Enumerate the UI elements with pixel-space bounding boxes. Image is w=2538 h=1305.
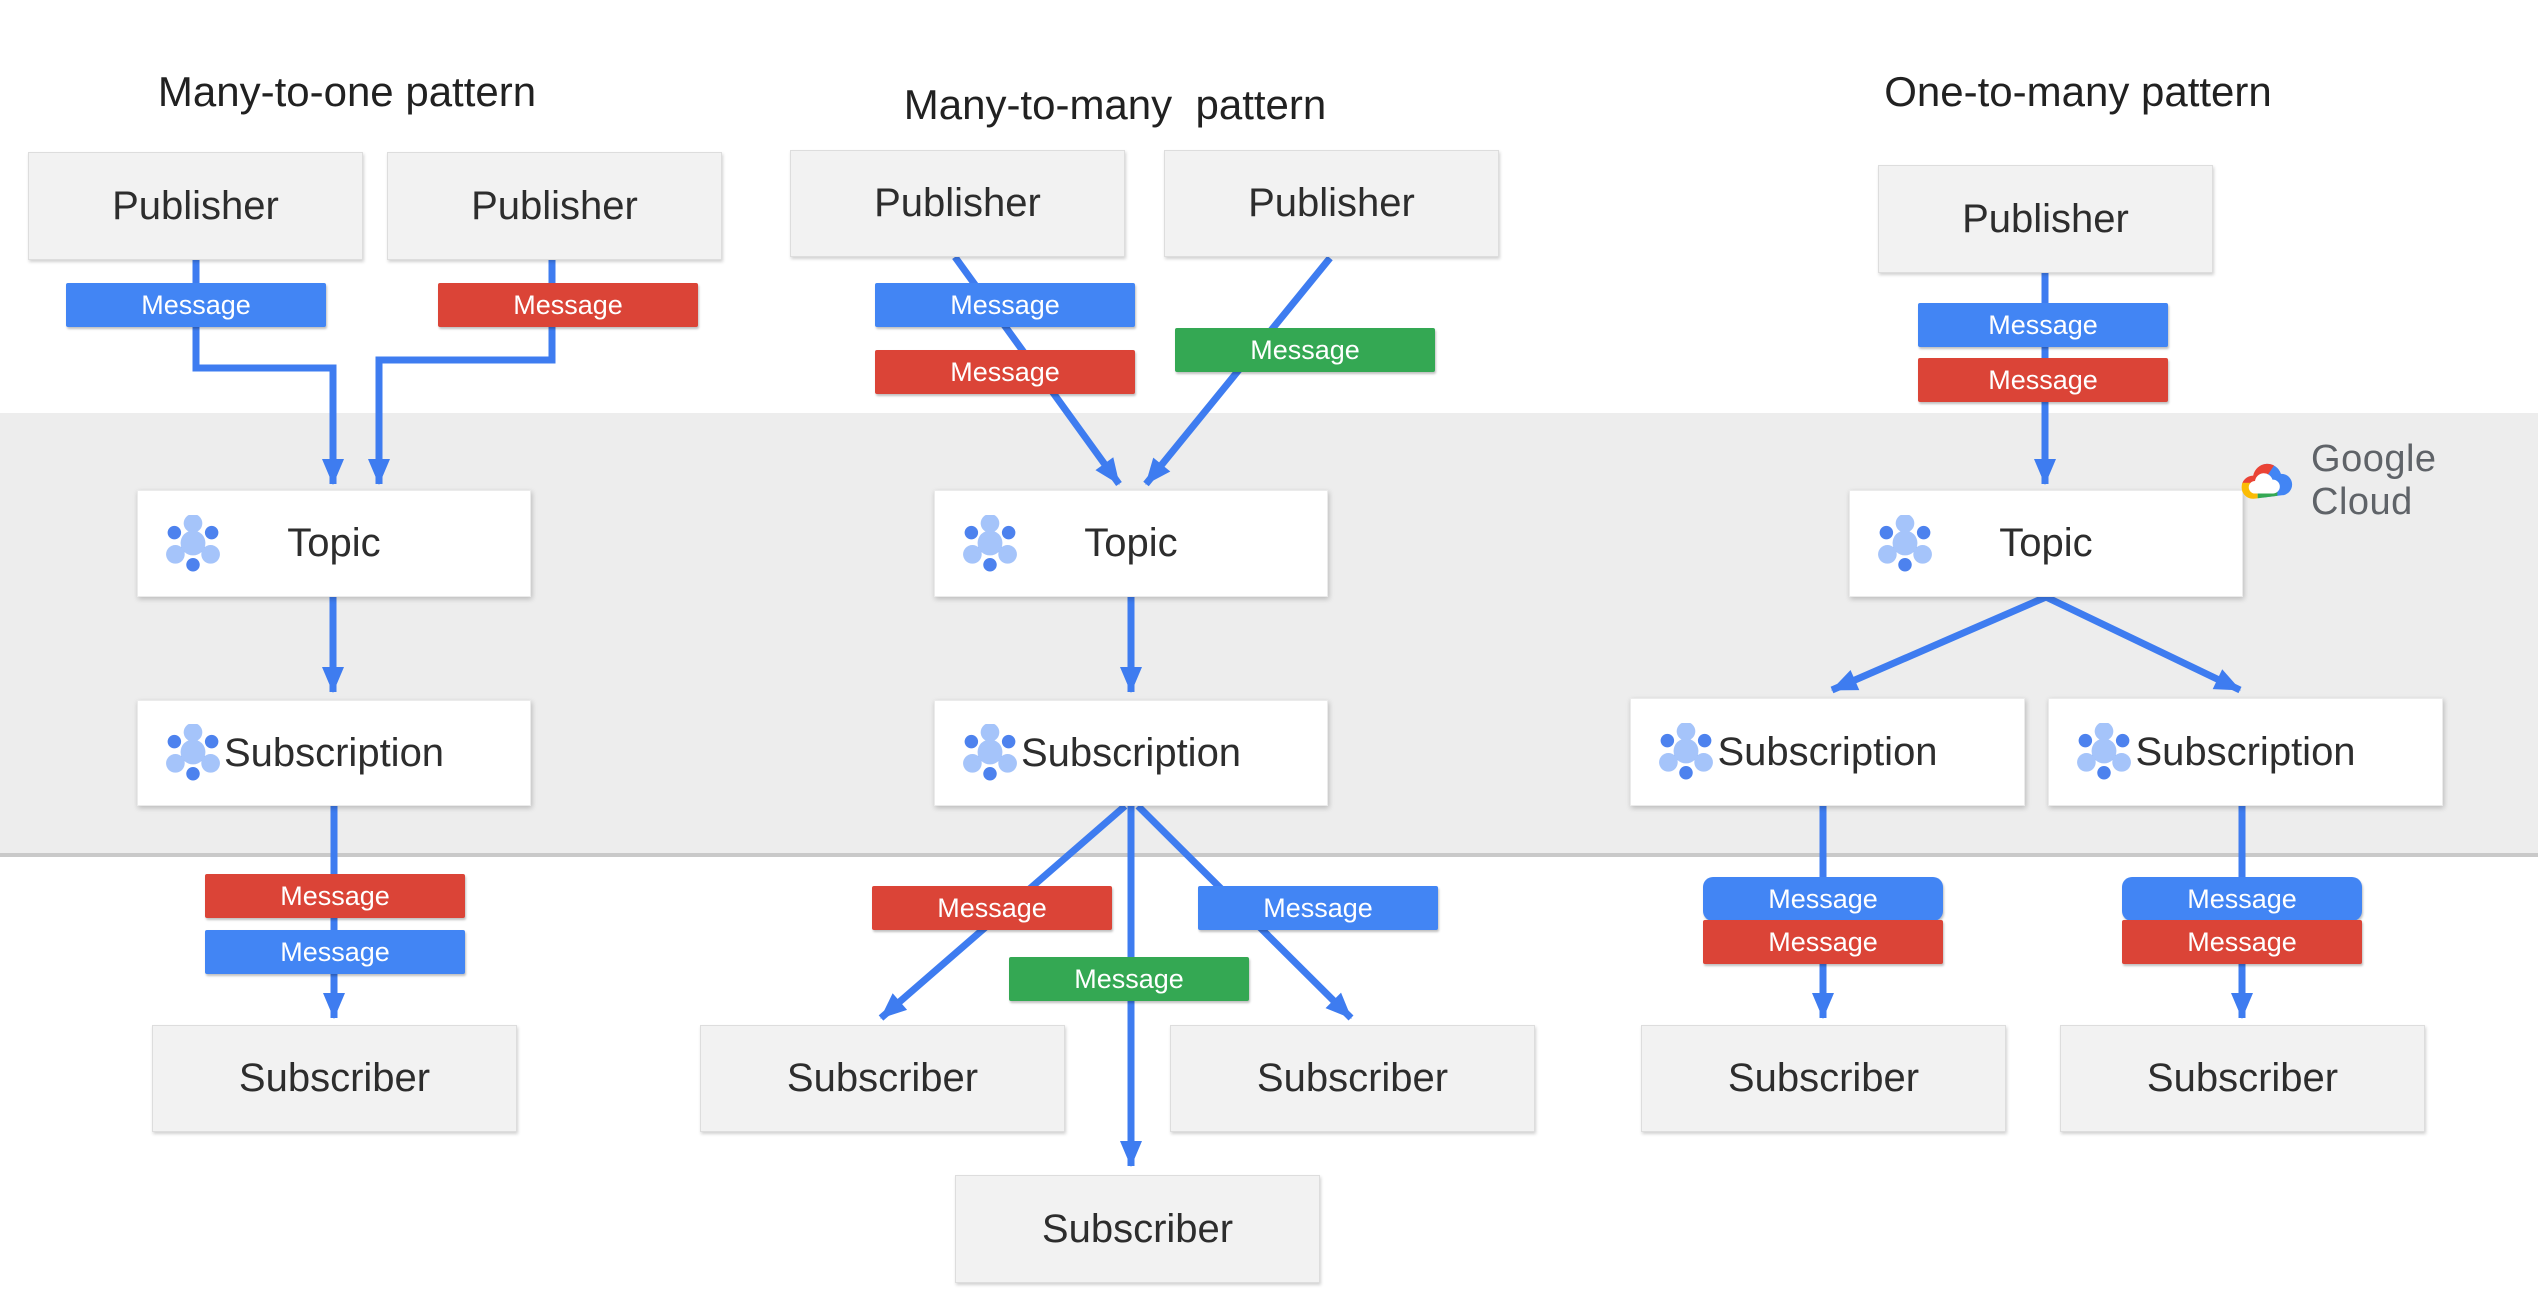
subscription-box: Subscription <box>1630 698 2025 806</box>
subscriber-box: Subscriber <box>1641 1025 2006 1132</box>
message-badge: Message <box>875 350 1135 394</box>
google-cloud-logo-text: Google Cloud <box>2311 438 2437 523</box>
subscription-label: Subscription <box>223 730 445 775</box>
publisher-box: Publisher <box>1878 165 2213 273</box>
pubsub-subscription-icon <box>963 724 1017 781</box>
pubsub-topic-icon <box>1878 514 1932 571</box>
message-badge: Message <box>1703 920 1943 964</box>
message-badge: Message <box>1175 328 1435 372</box>
message-badge: Message <box>1198 886 1438 930</box>
subscription-box: Subscription <box>137 700 531 806</box>
subscription-box: Subscription <box>934 700 1328 806</box>
topic-box: Topic <box>1849 490 2243 597</box>
message-badge: Message <box>1703 877 1943 921</box>
publisher-box: Publisher <box>1164 150 1499 257</box>
message-badge: Message <box>438 283 698 327</box>
message-badge: Message <box>2122 920 2362 964</box>
pattern-title-many-to-one: Many-to-one pattern <box>157 68 537 115</box>
publisher-box: Publisher <box>387 152 722 260</box>
message-badge: Message <box>2122 877 2362 921</box>
topic-box: Topic <box>137 490 531 597</box>
subscription-label: Subscription <box>2135 729 2356 774</box>
pattern-title-one-to-many: One-to-many pattern <box>1884 68 2272 115</box>
pubsub-topic-icon <box>166 514 220 571</box>
message-badge: Message <box>1009 957 1249 1001</box>
topic-box: Topic <box>934 490 1328 597</box>
pubsub-subscription-icon <box>1659 723 1713 780</box>
pubsub-subscription-icon <box>2077 723 2131 780</box>
topic-label: Topic <box>287 521 381 565</box>
subscription-label: Subscription <box>1020 730 1242 775</box>
pubsub-subscription-icon <box>166 724 220 781</box>
google-cloud-logo-icon <box>2241 463 2293 499</box>
subscriber-box: Subscriber <box>2060 1025 2425 1132</box>
subscriber-box: Subscriber <box>1170 1025 1535 1132</box>
google-cloud-logo: Google Cloud <box>2238 438 2538 524</box>
message-badge: Message <box>205 874 465 918</box>
pubsub-topic-icon <box>963 514 1017 571</box>
publisher-box: Publisher <box>790 150 1125 257</box>
message-badge: Message <box>205 930 465 974</box>
message-badge: Message <box>875 283 1135 327</box>
topic-label: Topic <box>1999 521 2093 565</box>
message-badge: Message <box>66 283 326 327</box>
message-badge: Message <box>872 886 1112 930</box>
subscriber-box: Subscriber <box>152 1025 517 1132</box>
pattern-title-many-to-many: Many-to-many pattern <box>903 81 1327 128</box>
topic-label: Topic <box>1084 521 1178 565</box>
subscriber-box: Subscriber <box>955 1175 1320 1283</box>
publisher-box: Publisher <box>28 152 363 260</box>
subscription-label: Subscription <box>1717 729 1938 774</box>
subscriber-box: Subscriber <box>700 1025 1065 1132</box>
message-badge: Message <box>1918 358 2168 402</box>
subscription-box: Subscription <box>2048 698 2443 806</box>
message-badge: Message <box>1918 303 2168 347</box>
